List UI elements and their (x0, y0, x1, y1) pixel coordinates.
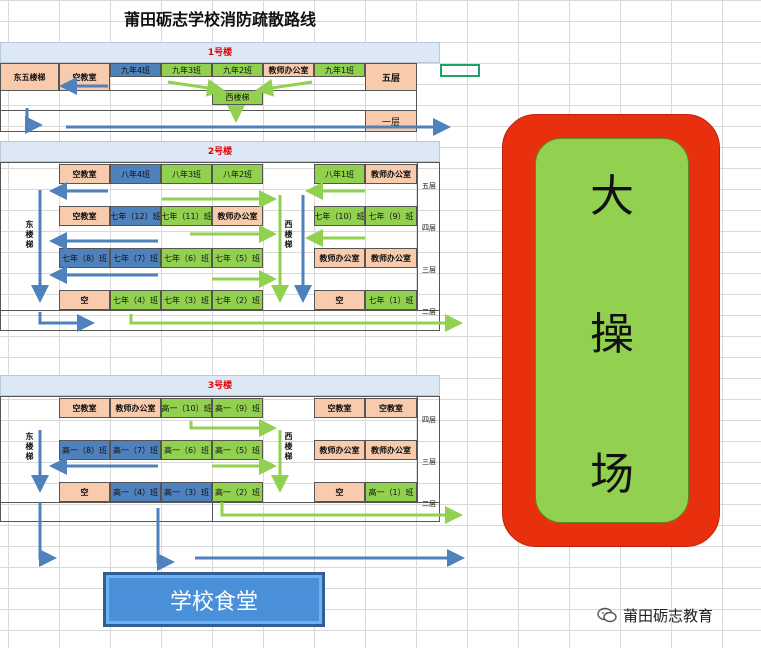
building2-room: 七年（1）班 (365, 290, 417, 310)
building2-room: 七年（8）班 (59, 248, 110, 268)
playground-label-char: 大 (590, 171, 634, 222)
building3-room: 高一（3）班 (161, 482, 212, 502)
building2-floor-label: 三层 (422, 266, 436, 274)
building2-room: 七年（10）班 (314, 206, 365, 226)
building2-room: 教师办公室 (365, 164, 417, 184)
building2-room: 八年1班 (314, 164, 365, 184)
building3-room: 教师办公室 (314, 440, 365, 460)
building2-floor-label: 五层 (422, 182, 436, 190)
building2-room: 空 (59, 290, 110, 310)
evacuation-arrow (38, 502, 57, 567)
building3-room: 空教室 (314, 398, 365, 418)
selected-cell[interactable] (440, 64, 480, 77)
building2-room: 空教室 (59, 206, 110, 226)
evacuation-arrow (255, 78, 313, 97)
building2-room: 七年（3）班 (161, 290, 212, 310)
building2-room: 七年（9）班 (365, 206, 417, 226)
building3-room: 高一（5）班 (212, 440, 263, 460)
building2-room: 八年3班 (161, 164, 212, 184)
building2-room: 七年（12）班 (110, 206, 161, 226)
canteen-box: 学校食堂 (103, 572, 325, 627)
building3-room: 教师办公室 (110, 398, 161, 418)
evacuation-arrow (156, 508, 175, 571)
building3-room: 空 (314, 482, 365, 502)
building1-floor5: 五层 (365, 63, 417, 91)
watermark-text: 莆田砺志教育 (623, 606, 714, 625)
building3-room: 高一（2）班 (212, 482, 263, 502)
building3-room: 空教室 (59, 398, 110, 418)
building2-room: 八年4班 (110, 164, 161, 184)
building3-room: 高一（10）班 (161, 398, 212, 418)
building3-room: 高一（8）班 (59, 440, 110, 460)
building1-room: 九年4班 (110, 63, 161, 77)
building3-room: 空 (59, 482, 110, 502)
building2-east-stair: 东楼梯 (25, 220, 34, 250)
building3-room: 空教室 (365, 398, 417, 418)
building2-room: 七年（2）班 (212, 290, 263, 310)
building3-east-stair: 东楼梯 (25, 432, 34, 462)
evacuation-arrow (129, 314, 463, 332)
building3-floor-label: 二层 (422, 500, 436, 508)
building3-room: 高一（6）班 (161, 440, 212, 460)
building1-room: 九年1班 (314, 63, 365, 77)
building2-room: 教师办公室 (314, 248, 365, 268)
wechat-icon (597, 607, 617, 623)
evacuation-arrow (25, 108, 43, 134)
building3-room: 高一（1）班 (365, 482, 417, 502)
building2-room: 七年（6）班 (161, 248, 212, 268)
building3-header: 3号楼 (0, 375, 440, 396)
building2-room: 八年2班 (212, 164, 263, 184)
building2-frame (0, 162, 440, 331)
building3-room: 教师办公室 (365, 440, 417, 460)
building2-room: 空教室 (59, 164, 110, 184)
building1-header: 1号楼 (0, 42, 440, 63)
evacuation-arrow (189, 419, 277, 437)
building3-room: 高一（7）班 (110, 440, 161, 460)
building2-room: 教师办公室 (212, 206, 263, 226)
building1-room: 九年2班 (212, 63, 263, 77)
playground-inner (535, 138, 689, 523)
building2-room: 七年（7）班 (110, 248, 161, 268)
building2-floor-label: 二层 (422, 308, 436, 316)
evacuation-arrow (167, 78, 225, 97)
building2-room: 七年（4）班 (110, 290, 161, 310)
building2-room: 七年（5）班 (212, 248, 263, 268)
building2-header: 2号楼 (0, 141, 440, 162)
building1-room: 九年3班 (161, 63, 212, 77)
building3-frame (0, 396, 440, 522)
evacuation-arrow (38, 312, 95, 332)
building3-floor-label: 四层 (422, 416, 436, 424)
building2-west-stair: 西楼梯 (284, 220, 293, 250)
building3-west-stair: 西楼梯 (284, 432, 293, 462)
page-title: 莆田砺志学校消防疏散路线 (123, 10, 316, 29)
building1-east-stair: 东五楼梯 (0, 63, 59, 91)
building2-room: 七年（11）班 (161, 206, 212, 226)
building2-floor-label: 四层 (422, 224, 436, 232)
building3-floor-label: 三层 (422, 458, 436, 466)
evacuation-arrow (220, 502, 463, 524)
watermark: 莆田砺志教育 (597, 604, 713, 626)
playground-label-char: 操 (590, 309, 634, 360)
building2-room: 教师办公室 (365, 248, 417, 268)
building3-room: 高一（4）班 (110, 482, 161, 502)
building1-room: 教师办公室 (263, 63, 314, 77)
building3-room: 高一（9）班 (212, 398, 263, 418)
building2-room: 空 (314, 290, 365, 310)
playground-label-char: 场 (590, 449, 634, 500)
